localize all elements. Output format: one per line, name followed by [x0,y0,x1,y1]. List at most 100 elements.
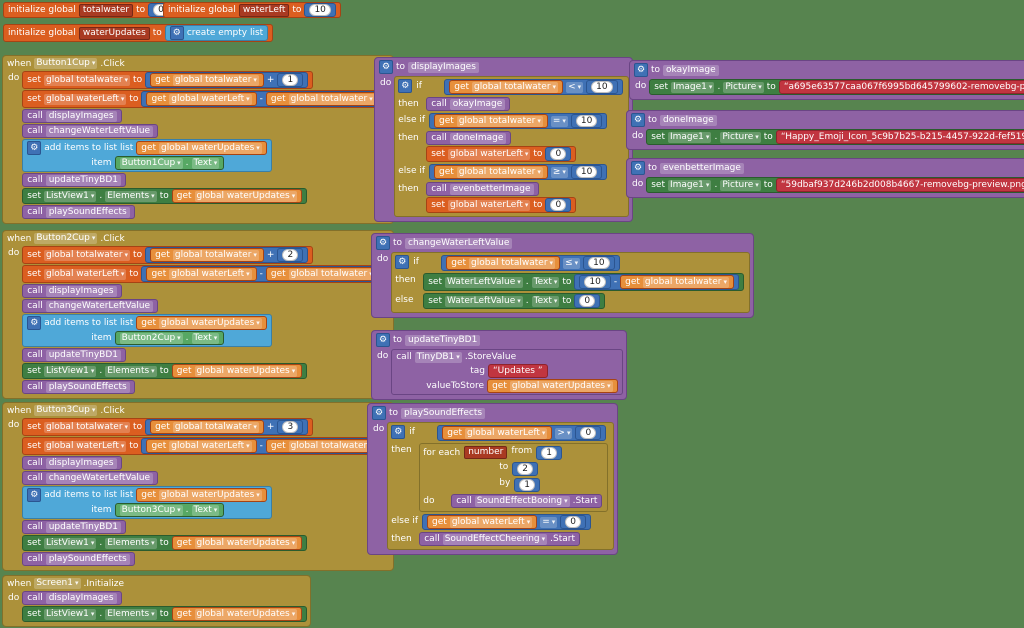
dropdown[interactable]: global totalwater [456,115,543,127]
dropdown[interactable]: global totalwater [44,421,131,433]
component-property-setter-block[interactable]: setImage1.Pictureto59dbaf937d246b2d008b4… [646,177,1024,193]
dropdown[interactable]: global waterLeft [44,93,127,105]
dropdown[interactable]: global waterLeft [169,268,252,280]
dropdown[interactable]: global waterLeft [465,427,548,439]
dropdown[interactable]: Screen1 [34,578,81,589]
math-block[interactable]: 10 [579,275,611,289]
math-block[interactable]: 0 [545,198,572,212]
dropdown[interactable]: ListView1 [44,190,97,202]
math-block[interactable]: 10 [583,256,615,270]
dropdown[interactable]: global totalwater [44,74,131,86]
dropdown[interactable]: global totalwater [469,257,556,269]
dropdown[interactable]: = [540,516,558,528]
dropdown[interactable]: TinyDB1 [414,351,462,363]
math-block[interactable]: 0 [575,426,602,440]
number-field[interactable]: 1 [519,479,536,491]
dropdown[interactable]: Image1 [668,179,712,191]
list-block[interactable]: create empty list [164,25,269,41]
number-field[interactable]: 10 [588,257,610,269]
math-block[interactable]: 10 [586,80,618,94]
dropdown[interactable]: SoundEffectCheering [442,533,548,545]
math-block[interactable]: 3 [277,420,304,434]
dropdown[interactable]: Text [191,504,220,516]
dropdown[interactable]: global totalwater [172,74,259,86]
mutator-gear-icon[interactable] [398,79,413,93]
dropdown[interactable]: global waterLeft [448,148,531,160]
math-block[interactable]: 10 [570,165,603,179]
math-block[interactable]: 10 [304,3,336,17]
dropdown[interactable]: Image1 [668,131,712,143]
dropdown[interactable]: global waterLeft [449,516,533,528]
dropdown[interactable]: > [555,427,573,439]
dropdown[interactable]: global waterLeft [169,93,252,105]
math-block[interactable]: 10 [570,114,603,128]
dropdown[interactable]: global waterUpdates [194,608,298,620]
component-property-setter-block[interactable]: setImage1.PicturetoHappy_Emoji_Icon_5c9b… [646,129,1024,145]
mutator-gear-icon[interactable] [395,255,410,269]
dropdown[interactable]: global waterUpdates [194,365,298,377]
dropdown[interactable]: Button1Cup [34,58,98,69]
dropdown[interactable]: Button2Cup [34,233,98,244]
math-block[interactable]: 0 [574,294,601,308]
mutator-gear-icon[interactable] [631,161,645,175]
dropdown[interactable]: ListView1 [44,365,97,377]
dropdown[interactable]: Picture [723,81,764,93]
dropdown[interactable]: global waterLeft [44,268,127,280]
dropdown[interactable]: global waterUpdates [159,489,262,501]
initialize-global-block[interactable]: initialize globalwaterUpdatestocreate em… [3,24,274,42]
dropdown[interactable]: Elements [105,365,157,377]
number-field[interactable]: 1 [282,74,299,86]
dropdown[interactable]: Button2Cup [119,332,183,344]
mutator-gear-icon[interactable] [27,488,42,502]
procedure-definition-block[interactable]: toevenbetterImagedosetImage1.Pictureto59… [626,158,1024,198]
math-block[interactable]: 1 [277,73,304,87]
dropdown[interactable]: Text [191,157,220,169]
dropdown[interactable]: Button3Cup [34,405,98,416]
dropdown[interactable]: global waterUpdates [159,142,262,154]
mutator-gear-icon[interactable] [634,63,648,77]
mutator-gear-icon[interactable] [391,425,406,439]
dropdown[interactable]: ≥ [550,166,568,178]
mutator-gear-icon[interactable] [27,316,42,330]
variable-name-field[interactable]: number [464,446,508,459]
procedure-definition-block[interactable]: toupdateTinyBD1docallTinyDB1.StoreValuet… [371,330,627,400]
dropdown[interactable]: ListView1 [44,608,97,620]
dropdown[interactable]: ≤ [563,257,581,269]
dropdown[interactable]: Picture [720,131,761,143]
dropdown[interactable]: ListView1 [44,537,97,549]
number-field[interactable]: 10 [309,4,331,16]
text-string-block[interactable]: 59dbaf937d246b2d008b4667-removebg-previe… [775,178,1024,192]
dropdown[interactable]: global totalwater [472,81,559,93]
procedure-call-block[interactable]: callTinyDB1.StoreValuetagUpdatesvalueToS… [391,349,623,395]
mutator-gear-icon[interactable] [379,60,393,74]
component-property-getter-block[interactable]: Button3Cup.Text [114,503,225,517]
